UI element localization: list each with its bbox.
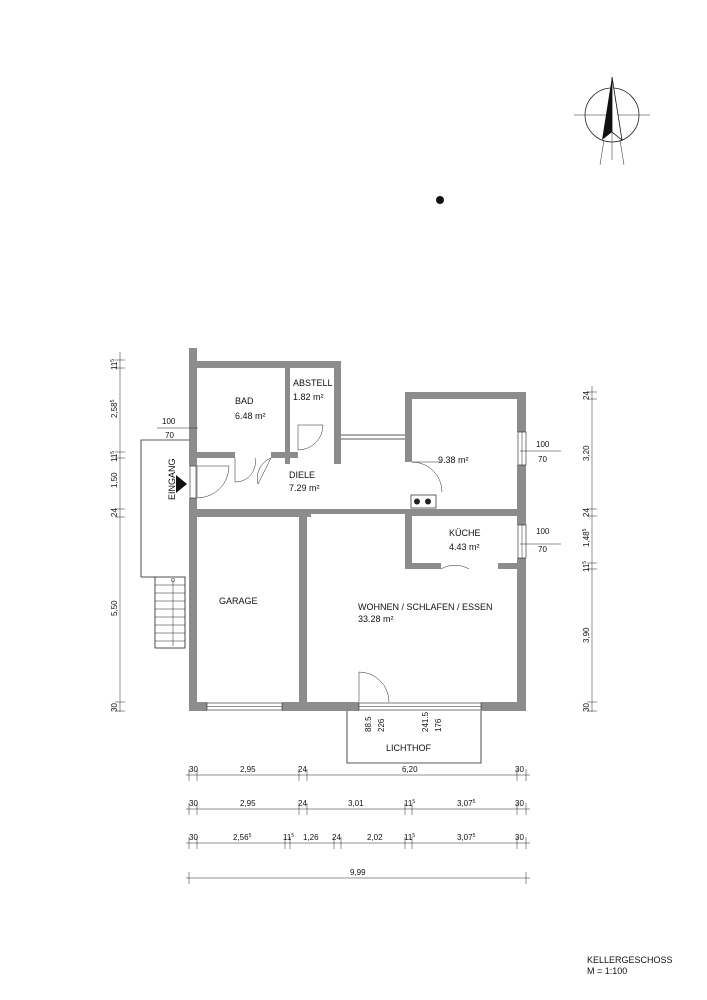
room-eingang-name: EINGANG (167, 458, 177, 500)
dim-row2-f: 3,075 (457, 799, 476, 808)
dim-right-f: 3,90 (582, 627, 591, 643)
dot-marker (436, 196, 444, 204)
dim-line-left (115, 352, 125, 712)
window-dim-r2-top: 100 (536, 527, 550, 536)
dim-row2-c: 24 (298, 799, 307, 808)
dim-left-e: 24 (110, 508, 119, 517)
window-dim-left-bot: 70 (165, 431, 174, 440)
room-abstell-area: 1.82 m² (293, 392, 324, 402)
dim-row-4-lines (186, 872, 530, 884)
room-bad-area: 6.48 m² (235, 411, 266, 421)
dim-row3-h: 3,075 (457, 833, 476, 842)
dim-row-3-lines (186, 837, 530, 849)
window-dim-r1-top: 100 (536, 440, 550, 449)
room-kueche-name: KÜCHE (449, 528, 481, 538)
room-diele-area: 7.29 m² (289, 483, 320, 493)
window-dim-left-top: 100 (162, 417, 176, 426)
dim-row1-e: 30 (515, 765, 524, 774)
window-dim-r2-bot: 70 (538, 545, 547, 554)
room-kueche-area: 4.43 m² (449, 542, 480, 552)
dim-right-d: 1,485 (582, 528, 591, 547)
dim-row3-d: 1,26 (303, 833, 319, 842)
plan-scale: M = 1:100 (587, 966, 628, 976)
door-dim-2: 226 (377, 718, 386, 732)
dim-row2-g: 30 (515, 799, 524, 808)
dim-right-c: 24 (582, 508, 591, 517)
room-bad-name: BAD (235, 396, 254, 406)
dim-row3-a: 30 (189, 833, 198, 842)
door-dim-4: 176 (434, 718, 443, 732)
entrance-arrow-icon (176, 475, 187, 493)
plan-title: KELLERGESCHOSS (587, 955, 673, 965)
dim-right-g: 30 (582, 703, 591, 712)
dim-row-2-lines (186, 803, 530, 815)
room-wohnen-area: 33.28 m² (358, 614, 394, 624)
dim-left-f: 5,50 (110, 600, 119, 616)
room-diele-name: DIELE (289, 470, 315, 480)
walls (189, 348, 526, 711)
dim-row-1-lines (186, 769, 530, 781)
room-wohnen-name: WOHNEN / SCHLAFEN / ESSEN (358, 602, 493, 612)
lichthof-outline (346, 711, 482, 764)
room-abstell-name: ABSTELL (293, 378, 333, 388)
dim-row1-c: 24 (298, 765, 307, 774)
dim-left-b: 2,585 (110, 399, 119, 418)
dim-row3-f: 2,02 (367, 833, 383, 842)
dim-right-b: 3,20 (582, 445, 591, 461)
door-swings (196, 424, 470, 703)
window-dim-r1-bot: 70 (538, 455, 547, 464)
dim-line-right (587, 386, 597, 712)
dim-left-a: 115 (110, 359, 119, 370)
room-zimmer-area: 9.38 m² (438, 455, 469, 465)
dim-right-e: 115 (582, 561, 591, 572)
entrance-area (140, 439, 189, 649)
dim-row1-b: 2,95 (240, 765, 256, 774)
dim-left-c: 115 (110, 451, 119, 462)
dim-row1-a: 30 (189, 765, 198, 774)
north-arrow-icon (574, 76, 650, 166)
dim-row4-a: 9,99 (350, 868, 366, 877)
dim-row2-b: 2,95 (240, 799, 256, 808)
dim-row3-g: 115 (404, 833, 415, 842)
dim-left-d: 1,50 (110, 472, 119, 488)
dim-row2-d: 3,01 (348, 799, 364, 808)
door-dim-1: 88.5 (364, 716, 373, 732)
dim-row3-b: 2,565 (233, 833, 252, 842)
dim-row3-c: 115 (283, 833, 294, 842)
dim-row3-e: 24 (332, 833, 341, 842)
windows (189, 431, 527, 711)
kitchen-sink-icon (410, 494, 437, 509)
dim-right-a: 24 (582, 391, 591, 400)
room-garage-name: GARAGE (219, 596, 258, 606)
dim-left-g: 30 (110, 703, 119, 712)
room-lichthof-name: LICHTHOF (386, 743, 432, 753)
plan-caption: KELLERGESCHOSS M = 1:100 (587, 955, 673, 977)
dim-row2-e: 115 (404, 799, 415, 808)
dim-row2-a: 30 (189, 799, 198, 808)
dim-row3-i: 30 (515, 833, 524, 842)
dim-row1-d: 6,20 (402, 765, 418, 774)
door-dim-3: 241.5 (421, 711, 430, 732)
